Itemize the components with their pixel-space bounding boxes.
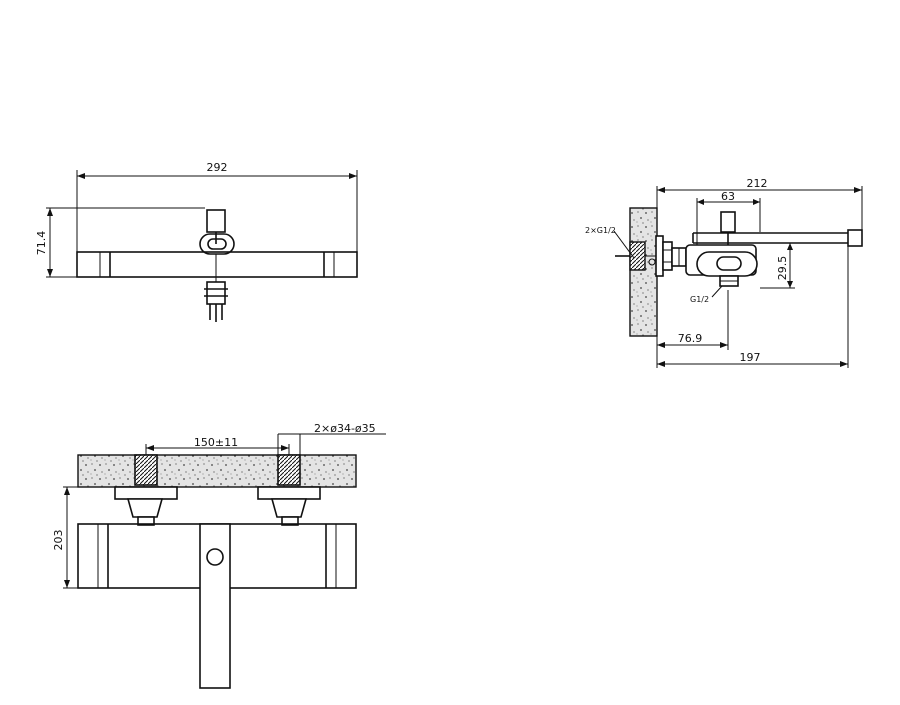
dim-63: 63: [721, 190, 735, 203]
dim-197: 197: [740, 351, 761, 364]
dim-76-9: 76.9: [678, 332, 703, 345]
plan-view: 150±11 2×ø34-ø35 203: [52, 422, 386, 689]
dim-width-292: 292: [207, 161, 228, 174]
dim-29-5: 29.5: [776, 256, 789, 281]
left-inlet-hatch: [134, 454, 158, 486]
dim-150: 150±11: [194, 436, 238, 449]
dim-height-71-4: 71.4: [35, 231, 48, 256]
right-inlet-hatch: [277, 454, 301, 486]
inlet-label: 2×G1/2: [585, 226, 616, 235]
wall-strip: [77, 454, 357, 488]
side-view: 212 63 2×G1/2 G1/2: [585, 177, 863, 368]
outlet-label: G1/2: [690, 295, 709, 304]
dim-212: 212: [747, 177, 768, 190]
front-view: 292 71.4: [35, 161, 358, 322]
wall-section: [629, 207, 658, 337]
dim-203: 203: [52, 530, 65, 551]
dim-holes: 2×ø34-ø35: [314, 422, 376, 435]
